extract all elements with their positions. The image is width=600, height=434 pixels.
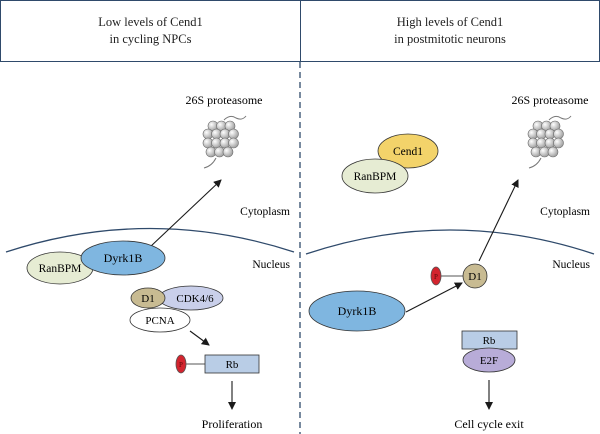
left-nuclear-membrane: [5, 227, 295, 253]
right-dyrk1b-ellipse: [308, 290, 406, 332]
left-header-line1: Low levels of Cend1: [98, 15, 203, 29]
left-ranbpm-label: RanBPM: [39, 263, 82, 275]
left-nucleus-label: Nucleus: [252, 259, 290, 271]
left-panel: 26S proteasome Cytoplasm Nucleus RanBPM …: [5, 93, 295, 431]
left-proteasome-icon: [202, 115, 247, 169]
left-outcome-label: Proliferation: [202, 417, 263, 431]
left-d1-label: D1: [141, 293, 154, 305]
right-outcome-label: Cell cycle exit: [454, 417, 524, 431]
left-phospho-icon: [175, 354, 187, 374]
proteasome-tail: [528, 157, 542, 169]
right-e2f-label: E2F: [480, 355, 498, 367]
left-phospho-label: P: [179, 361, 183, 369]
right-ranbpm-label: RanBPM: [354, 171, 397, 183]
left-proteasome-label: 26S proteasome: [186, 93, 263, 107]
right-degradation-arrow: [478, 179, 519, 262]
proteasome-subunit: [547, 146, 559, 158]
proteasome-subunit: [228, 137, 239, 149]
left-cytoplasm-label: Cytoplasm: [240, 206, 290, 218]
left-dyrk1b-ellipse: [80, 240, 166, 276]
right-cend1-ellipse: [377, 133, 439, 169]
proteasome-subunit: [222, 146, 234, 158]
right-header-line2: in postmitotic neurons: [394, 32, 506, 46]
right-dyrk1b-to-d1-arrow: [405, 282, 463, 313]
right-ranbpm-ellipse: [341, 158, 409, 194]
proteasome-tail: [223, 115, 247, 121]
right-proteasome-icon: [527, 115, 572, 169]
right-rb-label: Rb: [483, 335, 496, 347]
right-cend1-label: Cend1: [393, 146, 423, 158]
right-nucleus-label: Nucleus: [552, 259, 590, 271]
right-d1-label: D1: [468, 271, 481, 283]
left-d1-ellipse: [130, 287, 166, 309]
left-rb-label: Rb: [226, 359, 239, 371]
proteasome-tail: [203, 157, 217, 169]
left-pcna-ellipse: [129, 307, 191, 333]
right-proteasome-label: 26S proteasome: [512, 93, 589, 107]
right-header-line1: High levels of Cend1: [396, 15, 504, 29]
right-dyrk1b-label: Dyrk1B: [338, 304, 377, 318]
proteasome-subunit: [553, 128, 564, 140]
left-panel-header: Low levels of Cend1 in cycling NPCs: [0, 0, 301, 62]
right-phospho-label: P: [434, 273, 438, 281]
left-degradation-arrow: [149, 179, 222, 248]
left-cdk46-label: CDK4/6: [176, 293, 214, 305]
right-d1-circle: [462, 263, 488, 289]
right-cytoplasm-label: Cytoplasm: [540, 206, 590, 218]
right-panel: 26S proteasome Cytoplasm Nucleus Cend1 R…: [305, 93, 595, 431]
left-complex-to-rb-arrow: [189, 330, 210, 346]
right-nuclear-membrane: [305, 229, 595, 255]
proteasome-tail: [548, 115, 572, 121]
proteasome-subunit: [553, 137, 564, 149]
right-e2f-ellipse: [462, 347, 516, 373]
proteasome-subunit: [228, 128, 239, 140]
left-rb-box: [204, 354, 260, 374]
left-header-line2: in cycling NPCs: [109, 32, 192, 46]
left-dyrk1b-label: Dyrk1B: [104, 251, 143, 265]
left-pcna-label: PCNA: [145, 315, 174, 327]
right-phospho-icon: [430, 266, 442, 286]
